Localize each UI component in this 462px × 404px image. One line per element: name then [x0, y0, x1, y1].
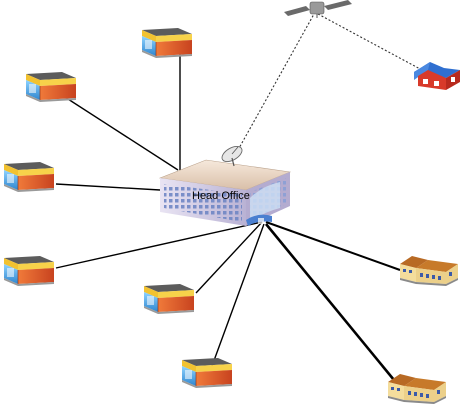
- store-top: [141, 27, 193, 59]
- store-icon: [3, 161, 55, 193]
- satellite-dish-icon: [221, 145, 243, 167]
- store-icon: [143, 283, 195, 315]
- link-store-left: [55, 183, 161, 191]
- store-icon: [181, 357, 233, 389]
- store-bottom: [181, 357, 233, 389]
- link-branch-bottom-right: [264, 223, 396, 381]
- satellite-link-downlink: [317, 13, 423, 71]
- link-branch-right: [265, 221, 401, 271]
- store-icon: [141, 27, 193, 59]
- house-icon: [414, 62, 460, 90]
- branch-office-right: [400, 256, 458, 286]
- satellite-links: [237, 13, 423, 151]
- store-icon: [25, 71, 77, 103]
- store-lower-left: [3, 255, 55, 287]
- head-office-label: Head Office: [192, 190, 250, 202]
- store-upper-left: [25, 71, 77, 103]
- branch-office-icon: [388, 374, 446, 404]
- office-building-icon: [158, 159, 292, 226]
- satellite-link-uplink: [237, 13, 315, 151]
- link-store-lower-left: [55, 221, 263, 269]
- satellite-icon: [284, 0, 352, 18]
- link-store-bottom-left: [195, 221, 263, 294]
- branch-office-bottom-right: [388, 374, 446, 404]
- link-store-upper-left: [53, 89, 179, 171]
- store-icon: [3, 255, 55, 287]
- branch-office-icon: [400, 256, 458, 286]
- store-bottom-left: [143, 283, 195, 315]
- network-links: [53, 48, 401, 381]
- store-left: [3, 161, 55, 193]
- link-store-bottom: [211, 223, 265, 367]
